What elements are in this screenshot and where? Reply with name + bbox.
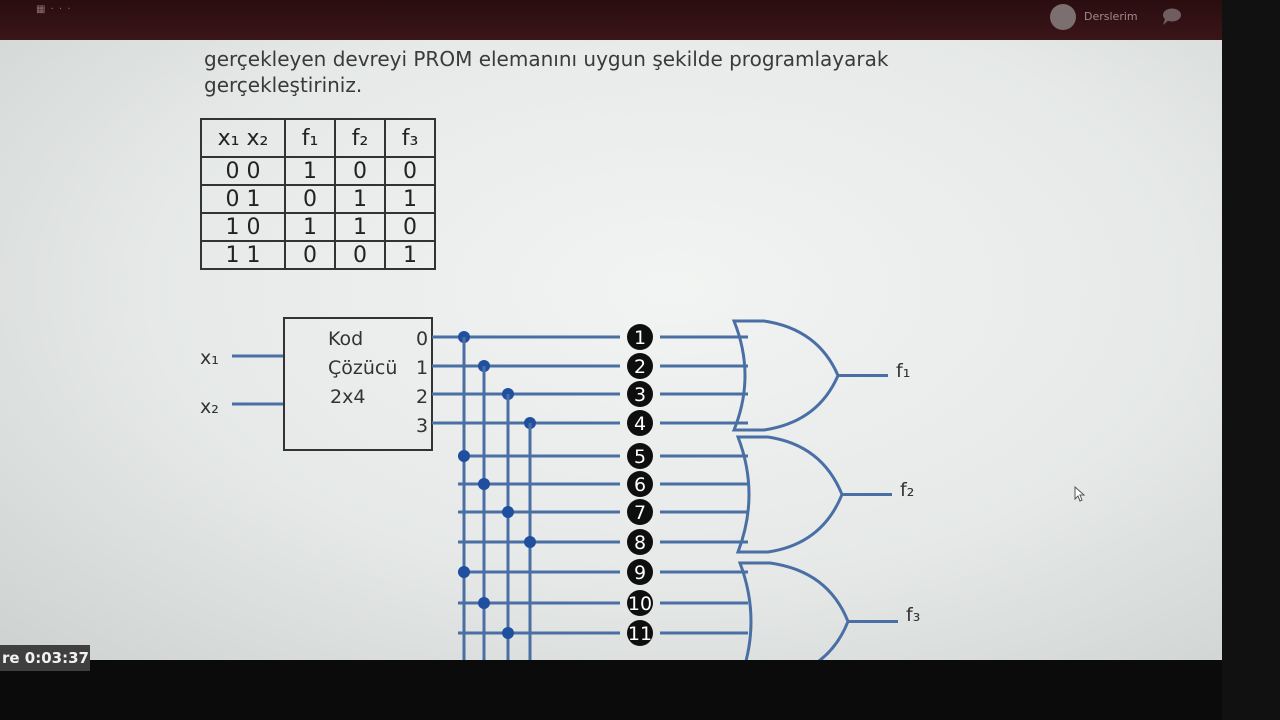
- recording-timer: re 0:03:37: [0, 645, 90, 671]
- fuse-circle: [627, 471, 653, 497]
- fuse-number: 7: [634, 502, 646, 524]
- question-text: gerçekleyen devreyi PROM elemanını uygun…: [204, 47, 889, 97]
- fuse-number: 8: [634, 532, 646, 554]
- connection-dot: [458, 450, 470, 462]
- fuse-number: 2: [634, 356, 646, 378]
- decoder-output-2: 2: [416, 386, 428, 408]
- output-label-f1: f₁: [896, 360, 910, 382]
- table-header-f1: f₁: [284, 118, 336, 158]
- table-cell: 0 0: [200, 156, 286, 186]
- decoder-output-3: 3: [416, 415, 428, 437]
- table-header-inputs: x₁ x₂: [200, 118, 286, 158]
- fuse-number: 10: [628, 593, 652, 615]
- connection-dot: [478, 478, 490, 490]
- table-header-f2: f₂: [334, 118, 386, 158]
- fuse-number: 4: [634, 413, 646, 435]
- decoder-title: Kod: [328, 328, 363, 350]
- decoder-output-1: 1: [416, 357, 428, 379]
- table-row: 0 1 0 1 1: [200, 184, 436, 214]
- table-cell: 1: [384, 240, 436, 270]
- or-gates: [731, 319, 898, 660]
- fuse-number: 5: [634, 446, 646, 468]
- output-label-f2: f₂: [900, 479, 914, 501]
- top-bar: ▦ · · · Derslerim: [0, 0, 1222, 40]
- connection-dot: [502, 627, 514, 639]
- table-cell: 1 0: [200, 212, 286, 242]
- fuse-number-column: 1 2 3 4 5 6 7 8 9 10 11: [627, 324, 653, 646]
- slide-area: gerçekleyen devreyi PROM elemanını uygun…: [0, 40, 1222, 660]
- connection-dot: [524, 536, 536, 548]
- fuse-circle: [627, 590, 653, 616]
- chat-icon[interactable]: [1160, 7, 1182, 27]
- input-label-x2: x₂: [200, 396, 219, 418]
- table-row: 1 1 0 0 1: [200, 240, 436, 270]
- table-cell: 0: [334, 156, 386, 186]
- table-cell: 0 1: [200, 184, 286, 214]
- fuse-number: 11: [628, 623, 652, 645]
- fuse-circle: [627, 381, 653, 407]
- table-cell: 0: [384, 156, 436, 186]
- table-row: 1 0 1 1 0: [200, 212, 436, 242]
- table-cell: 1 1: [200, 240, 286, 270]
- fuse-number: 6: [634, 474, 646, 496]
- connection-dot: [502, 506, 514, 518]
- decoder-size: 2x4: [330, 386, 365, 408]
- fuse-number: 9: [634, 562, 646, 584]
- user-menu-label[interactable]: Derslerim: [1084, 10, 1138, 23]
- fuse-circle: [627, 324, 653, 350]
- fuse-circle: [627, 529, 653, 555]
- fuse-circle: [627, 443, 653, 469]
- table-cell: 1: [384, 184, 436, 214]
- connection-dot: [458, 566, 470, 578]
- fuse-number: 3: [634, 384, 646, 406]
- output-label-f3: f₃: [906, 604, 920, 626]
- fuse-circle: [627, 410, 653, 436]
- user-avatar[interactable]: [1050, 4, 1076, 30]
- mouse-pointer-icon: [1074, 486, 1086, 502]
- fuse-circle: [627, 559, 653, 585]
- or-gate: [735, 435, 844, 554]
- table-cell: 1: [334, 184, 386, 214]
- fuse-circle: [627, 353, 653, 379]
- table-row: 0 0 1 0 0: [200, 156, 436, 186]
- table-cell: 1: [284, 156, 336, 186]
- fuse-circle: [627, 620, 653, 646]
- table-cell: 1: [334, 212, 386, 242]
- table-cell: 1: [284, 212, 336, 242]
- connection-dot: [478, 597, 490, 609]
- fuse-circle: [627, 499, 653, 525]
- decoder-subtitle: Çözücü: [328, 357, 397, 379]
- prom-circuit-diagram: x₁ x₂ Kod Çözücü 2x4 0 1 2 3 1 2 3 4 5 6 7 8 9 10…: [200, 317, 920, 660]
- truth-table: x₁ x₂ f₁ f₂ f₃ 0 0 1 0 0 0 1 0 1 1 1 0 1: [200, 118, 436, 270]
- decoder-block: [283, 317, 433, 451]
- table-cell: 0: [284, 240, 336, 270]
- fuse-number: 1: [634, 327, 646, 349]
- or-gate: [731, 319, 840, 432]
- table-cell: 0: [334, 240, 386, 270]
- decoder-output-0: 0: [416, 328, 428, 350]
- wire-grid: [432, 331, 748, 660]
- screen-bezel: [1222, 0, 1280, 720]
- table-cell: 0: [284, 184, 336, 214]
- table-header-row: x₁ x₂ f₁ f₂ f₃: [200, 118, 436, 158]
- or-gate: [737, 561, 850, 660]
- table-header-f3: f₃: [384, 118, 436, 158]
- input-label-x1: x₁: [200, 347, 219, 369]
- table-cell: 0: [384, 212, 436, 242]
- app-logo[interactable]: ▦ · · ·: [36, 4, 72, 15]
